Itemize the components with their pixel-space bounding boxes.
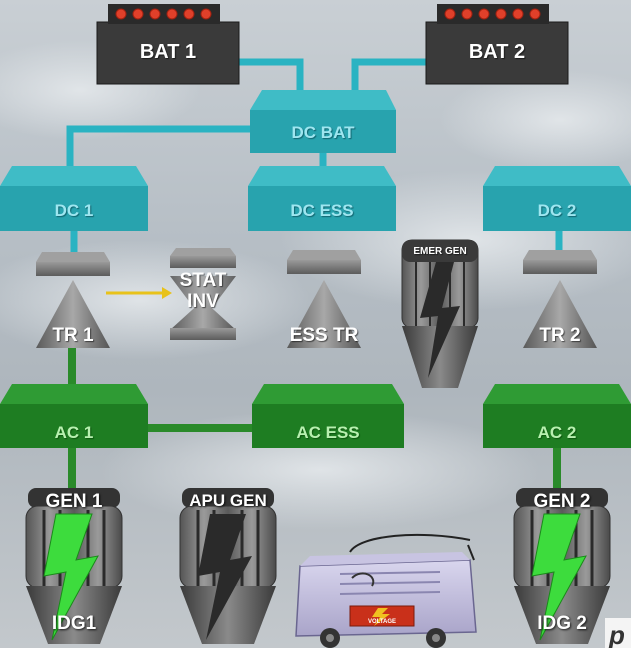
label-emer-gen: EMER GEN bbox=[413, 246, 467, 257]
label-tr1: TR 1 bbox=[52, 325, 94, 346]
lightning-active-icon bbox=[531, 513, 587, 641]
label-gen2: GEN 2 bbox=[533, 491, 591, 512]
arrow-tr1-to-stat-inv bbox=[106, 287, 172, 299]
battery-bat2 bbox=[425, 4, 569, 85]
label-ac1: AC 1 bbox=[54, 423, 94, 442]
label-dc1: DC 1 bbox=[54, 201, 94, 220]
corner-watermark-fragment: p bbox=[605, 618, 631, 648]
battery-cells bbox=[444, 8, 541, 20]
converter-stat-inv bbox=[170, 248, 236, 340]
label-dc-bat: DC BAT bbox=[291, 123, 355, 142]
label-stat-inv-line2: INV bbox=[187, 291, 219, 312]
label-gpu-plate: VOLTAGE bbox=[367, 619, 397, 625]
label-stat-inv-line1: STAT bbox=[179, 270, 227, 291]
label-bat2: BAT 2 bbox=[468, 41, 526, 63]
generator-idg1 bbox=[25, 488, 123, 644]
battery-bat1 bbox=[96, 4, 240, 85]
bus-ac-ess bbox=[252, 384, 404, 448]
generator-apu bbox=[179, 488, 277, 644]
emergency-generator bbox=[401, 239, 479, 388]
ac-wires bbox=[68, 342, 561, 494]
bus-dc-ess bbox=[248, 166, 396, 231]
label-dc2: DC 2 bbox=[537, 201, 577, 220]
battery-cells bbox=[115, 8, 212, 20]
wire-dcbat-dc1 bbox=[66, 125, 254, 172]
label-ac-ess: AC ESS bbox=[296, 423, 360, 442]
dc-wires bbox=[66, 58, 563, 256]
wire-bat1-dcbat bbox=[236, 58, 304, 96]
bus-dc2 bbox=[483, 166, 631, 231]
bus-ac2 bbox=[483, 384, 631, 448]
label-ess-tr: ESS TR bbox=[289, 325, 359, 346]
lightning-inactive-icon bbox=[420, 262, 460, 378]
label-bat1: BAT 1 bbox=[139, 41, 197, 63]
label-ac2: AC 2 bbox=[537, 423, 577, 442]
ground-power-unit bbox=[295, 533, 477, 648]
label-idg1: IDG1 bbox=[51, 613, 97, 634]
label-dc-ess: DC ESS bbox=[290, 201, 354, 220]
converter-tr2 bbox=[523, 250, 597, 348]
bus-dc-bat bbox=[250, 90, 396, 153]
label-tr2: TR 2 bbox=[539, 325, 581, 346]
converter-tr1 bbox=[36, 252, 110, 348]
lightning-inactive-icon bbox=[198, 514, 252, 640]
bus-ac1 bbox=[0, 384, 148, 448]
label-gen1: GEN 1 bbox=[45, 491, 103, 512]
label-idg2: IDG 2 bbox=[537, 613, 587, 634]
lightning-active-icon bbox=[43, 513, 99, 641]
wire-bat2-dcbat bbox=[351, 58, 429, 96]
label-apu-gen: APU GEN bbox=[189, 491, 267, 510]
bus-dc1 bbox=[0, 166, 148, 231]
converter-ess-tr bbox=[287, 250, 361, 348]
generator-idg2 bbox=[513, 488, 611, 644]
